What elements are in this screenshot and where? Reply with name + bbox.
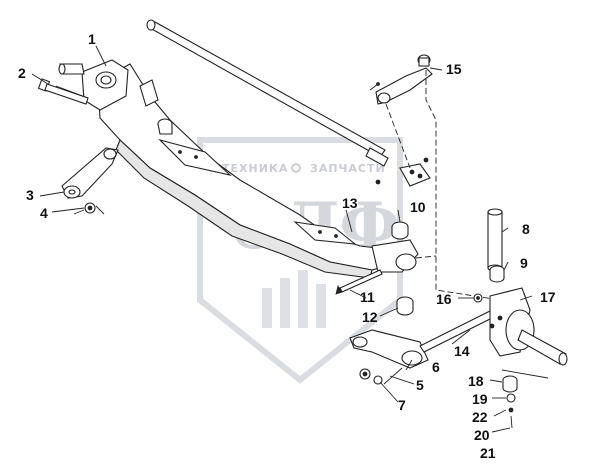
part-8-kingpin: [487, 208, 503, 272]
callout-8: 8: [522, 221, 530, 237]
callout-20: 20: [474, 427, 490, 443]
watermark-wheat-icon: [262, 270, 326, 328]
axle-beam: [58, 59, 401, 279]
callout-15: 15: [446, 61, 462, 77]
part-10-bushing: [391, 221, 409, 240]
callout-leaders: [31, 45, 533, 433]
tie-rod: [146, 19, 389, 167]
watermark-brand-left: ТЕХНИКА: [222, 162, 288, 175]
callout-numbers: 1 2 3 4 5 6 7 8 9 10 11 12 13 14 15 16 1…: [18, 31, 556, 461]
parts-18-22-stack: [502, 375, 518, 429]
callout-3: 3: [26, 187, 34, 203]
callout-11: 11: [360, 289, 375, 305]
part-15-arm: [369, 54, 433, 105]
callout-7: 7: [398, 397, 406, 413]
callout-17: 17: [540, 289, 556, 305]
callout-5: 5: [416, 377, 424, 393]
watermark-brand-right: ЗАПЧАСТИ: [310, 162, 386, 175]
watermark-shield: [197, 137, 403, 384]
callout-19: 19: [472, 391, 488, 407]
watermark-gear-icon: [291, 163, 301, 173]
part-3-steering-arm: [61, 147, 119, 199]
callout-2: 2: [18, 65, 26, 81]
part-2-bolt: [37, 78, 89, 105]
callout-18: 18: [468, 373, 484, 389]
right-yoke: [371, 239, 419, 273]
callout-21: 21: [480, 445, 496, 461]
callout-9: 9: [520, 255, 528, 271]
callout-12: 12: [362, 309, 378, 325]
callout-14: 14: [454, 343, 470, 359]
part-6-steering-arm: [349, 329, 429, 369]
part-11-pin: [335, 269, 383, 295]
callout-10: 10: [410, 199, 426, 215]
part-9-bushing: [489, 265, 505, 283]
part-12-bushing: [396, 296, 414, 316]
callout-1: 1: [88, 31, 96, 47]
assembly-dashed-lines: [385, 70, 501, 301]
callout-6: 6: [432, 359, 440, 375]
callout-4: 4: [40, 205, 48, 221]
callout-16: 16: [436, 291, 452, 307]
callout-22: 22: [472, 409, 488, 425]
callout-13: 13: [342, 195, 358, 211]
part-16-fastener: [473, 293, 495, 329]
ball-joint-assembly: [375, 157, 431, 187]
part-5-7-fasteners: [359, 367, 403, 385]
part-17-knuckle: [489, 287, 568, 379]
part-4-nut: [73, 202, 105, 215]
